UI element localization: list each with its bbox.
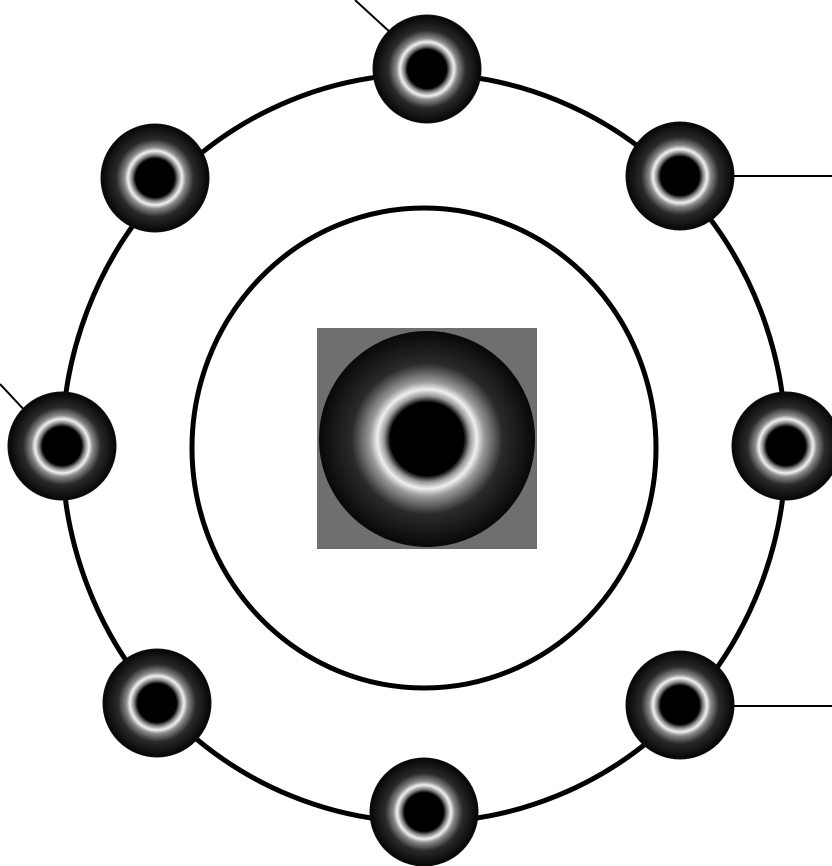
electron-icon — [101, 124, 209, 232]
electron-icon — [732, 392, 832, 500]
electron-top-left — [101, 124, 209, 232]
nucleus-icon — [317, 328, 537, 549]
electron-bottom-right — [626, 651, 734, 759]
nucleus-sphere — [319, 331, 535, 547]
electron-icon — [103, 649, 211, 757]
electron-right — [732, 392, 832, 500]
electron-icon — [626, 651, 734, 759]
electron-left — [8, 392, 116, 500]
electron-icon — [8, 392, 116, 500]
electron-bottom-left — [103, 649, 211, 757]
leader-line-top — [355, 0, 392, 34]
electron-icon — [370, 758, 478, 866]
electron-top — [373, 15, 481, 123]
electron-bottom — [370, 758, 478, 866]
electron-top-right — [626, 122, 734, 230]
electron-icon — [626, 122, 734, 230]
nucleus — [317, 328, 537, 549]
electron-icon — [373, 15, 481, 123]
